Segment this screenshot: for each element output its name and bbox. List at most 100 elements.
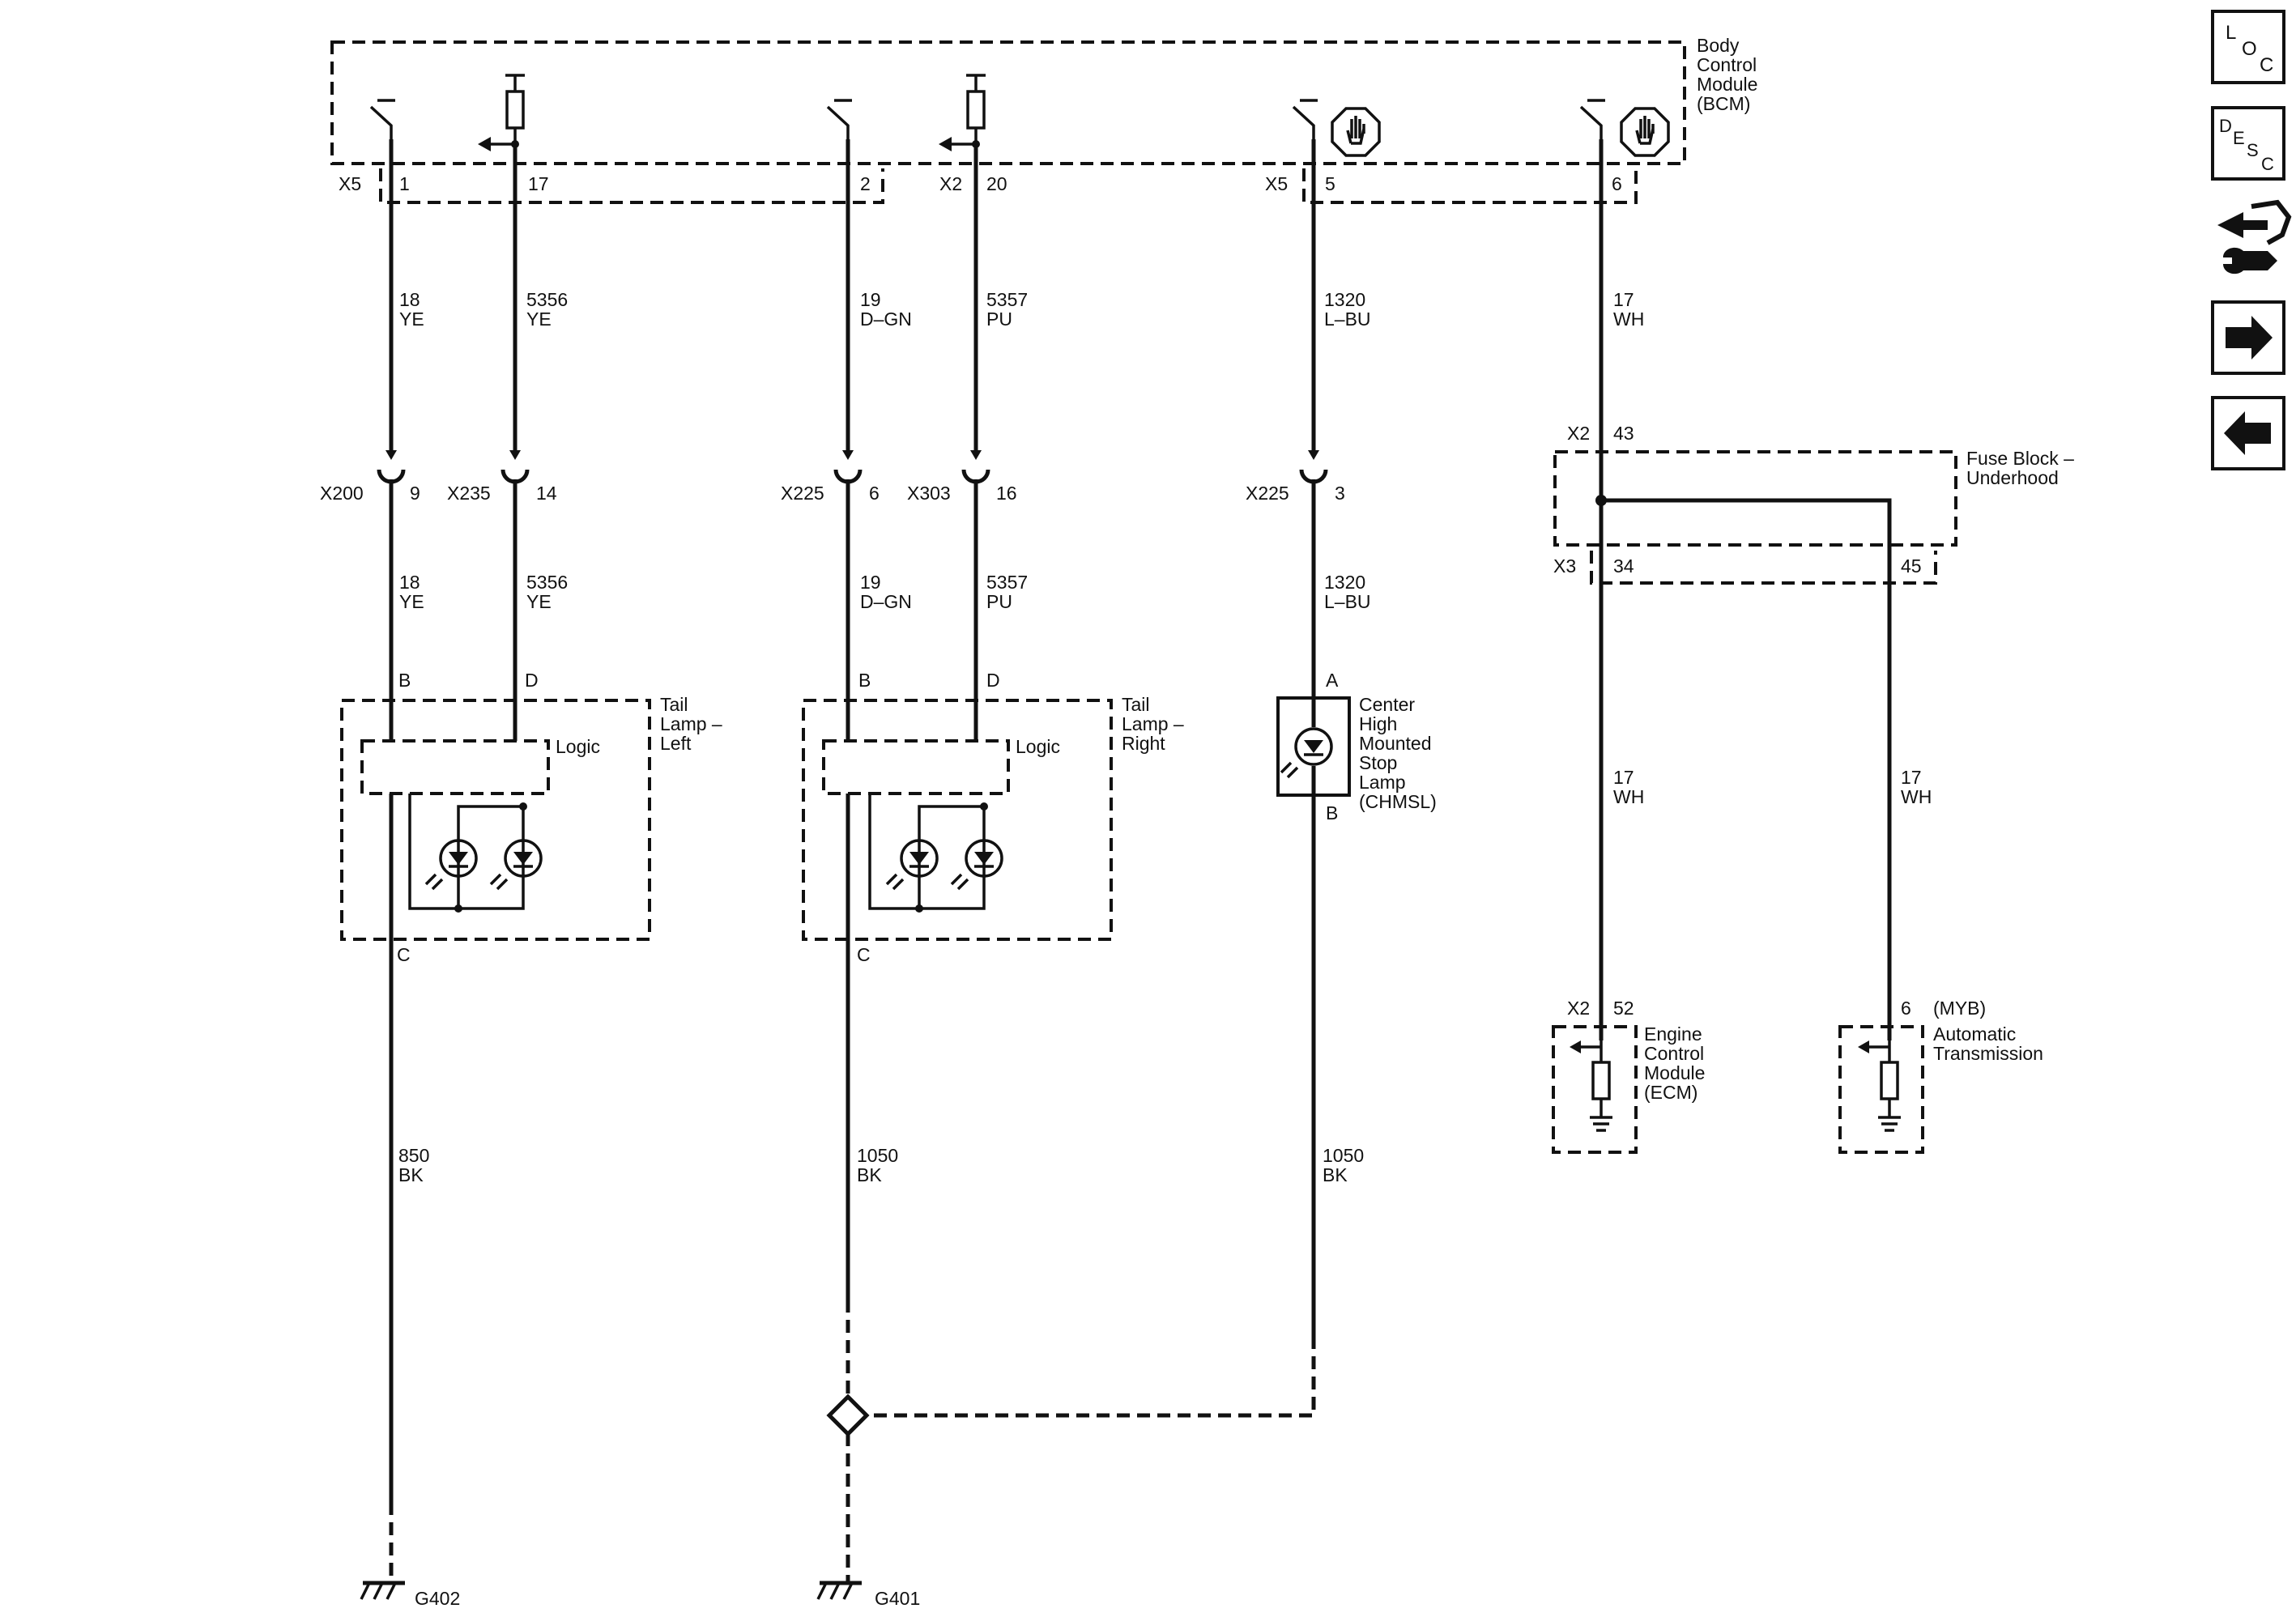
svg-text:C: C — [2260, 54, 2273, 76]
tail-right-label-2: Lamp – — [1122, 713, 1184, 734]
svg-text:YE: YE — [399, 309, 424, 330]
ecm-label-2: Control — [1644, 1043, 1704, 1064]
svg-text:5356: 5356 — [526, 572, 568, 593]
lamp-pin-label: D — [986, 670, 1000, 691]
fuse-connector-label: X2 — [1567, 423, 1590, 444]
svg-text:19: 19 — [860, 572, 881, 593]
svg-text:5356: 5356 — [526, 289, 568, 310]
switch-icon — [369, 99, 395, 139]
bcm-connector-label: X5 — [339, 173, 361, 194]
led-icon — [424, 839, 478, 891]
inline-connector-label: X303 — [907, 483, 951, 504]
chmsl-label-4: Stop — [1359, 752, 1397, 773]
fuse-pin-label: 43 — [1613, 423, 1634, 444]
wire-label: 18 YE — [399, 572, 424, 612]
tail-left-label-3: Left — [660, 733, 692, 754]
fuse-pin-label: 45 — [1901, 555, 1922, 577]
arrow-right-icon[interactable] — [2211, 300, 2285, 375]
bcm-pin-label: 17 — [528, 173, 549, 194]
wire-17-wh — [1595, 139, 1892, 1040]
svg-text:1320: 1320 — [1324, 289, 1365, 310]
switch-icon — [1292, 99, 1318, 139]
switch-icon — [1579, 99, 1605, 139]
tail-right-label-3: Right — [1122, 733, 1165, 754]
trans-pin-label: 6 — [1901, 998, 1911, 1019]
bcm-module: Body Control Module (BCM) — [330, 35, 1757, 165]
inline-pin-label: 16 — [996, 483, 1017, 504]
resistor-output-icon — [478, 74, 525, 151]
bcm-label-4: (BCM) — [1697, 93, 1750, 114]
chassis-ground-icon — [816, 1581, 862, 1600]
arrow-left-icon[interactable] — [2211, 396, 2285, 470]
switch-icon — [826, 99, 852, 139]
logic-label: Logic — [1016, 736, 1060, 757]
lamp-pin-label: C — [397, 944, 411, 965]
wire-label: 1050 BK — [1323, 1145, 1364, 1185]
svg-text:18: 18 — [399, 572, 420, 593]
inline-pin-label: 9 — [410, 483, 420, 504]
svg-text:WH: WH — [1613, 786, 1644, 807]
svg-text:WH: WH — [1901, 786, 1932, 807]
chassis-ground-icon — [360, 1581, 405, 1600]
ecm-label-3: Module — [1644, 1062, 1705, 1083]
bcm-connector-label: X2 — [939, 173, 962, 194]
wire-label: 5356 YE — [526, 572, 568, 612]
svg-text:BK: BK — [857, 1164, 882, 1185]
loc-button[interactable]: L O C — [2211, 10, 2285, 84]
inline-connector-label: X225 — [1246, 483, 1289, 504]
svg-text:L–BU: L–BU — [1324, 591, 1371, 612]
wire-label: 1050 BK — [857, 1145, 898, 1185]
svg-text:C: C — [2261, 154, 2274, 174]
inline-pin-label: 6 — [869, 483, 880, 504]
bcm-connector-label: X5 — [1265, 173, 1288, 194]
wire-label: 5357 PU — [986, 572, 1028, 612]
svg-text:BK: BK — [398, 1164, 424, 1185]
svg-text:5357: 5357 — [986, 289, 1028, 310]
bcm-pin-label: 2 — [860, 173, 871, 194]
connector-tool-icon[interactable] — [2217, 199, 2292, 274]
chmsl-label-1: Center — [1359, 694, 1415, 715]
svg-text:17: 17 — [1613, 289, 1634, 310]
wire-label: 5357 PU — [986, 289, 1028, 330]
svg-text:PU: PU — [986, 309, 1012, 330]
lamp-pin-label: B — [398, 670, 411, 691]
ecm-label-4: (ECM) — [1644, 1082, 1698, 1103]
led-icon — [885, 839, 939, 891]
svg-text:O: O — [2242, 38, 2257, 60]
inline-connector-label: X200 — [320, 483, 364, 504]
wire-label: 1320 L–BU — [1324, 289, 1371, 330]
svg-text:5357: 5357 — [986, 572, 1028, 593]
inline-pin-label: 3 — [1335, 483, 1345, 504]
ecm-connector-label: X2 — [1567, 998, 1590, 1019]
inline-connector-label: X235 — [447, 483, 491, 504]
automatic-transmission-module: 6 (MYB) Automatic Transmission — [1838, 998, 2043, 1154]
svg-text:18: 18 — [399, 289, 420, 310]
led-icon — [1280, 727, 1333, 779]
fuse-pin-label: 34 — [1613, 555, 1634, 577]
svg-text:1050: 1050 — [1323, 1145, 1364, 1166]
fuse-block-underhood: X2 43 Fuse Block – Underhood X3 34 45 — [1553, 423, 2074, 585]
tail-lamp-right: B D Logic Tail Lamp – Right C — [802, 670, 1184, 965]
svg-text:YE: YE — [526, 591, 552, 612]
tail-left-label-2: Lamp – — [660, 713, 722, 734]
tail-left-label-1: Tail — [660, 694, 688, 715]
trans-label-2: Automatic — [1933, 1023, 2016, 1045]
wire-label: 17 WH — [1901, 767, 1932, 807]
chmsl-label-6: (CHMSL) — [1359, 791, 1437, 812]
bcm-label-2: Control — [1697, 54, 1757, 75]
resistor-input-icon — [1858, 1040, 1901, 1132]
bcm-pin-label: 20 — [986, 173, 1007, 194]
tail-lamp-left: B D Logic Tail Lamp – Left C — [340, 670, 722, 965]
svg-text:17: 17 — [1613, 767, 1634, 788]
bcm-label-1: Body — [1697, 35, 1740, 56]
wire-label: 19 D–GN — [860, 289, 912, 330]
inline-connector-icon — [501, 450, 530, 484]
chmsl-lamp: A B Center High Mounted Stop Lamp (CHMSL… — [1276, 670, 1437, 823]
svg-text:850: 850 — [398, 1145, 429, 1166]
desc-button[interactable]: D E S C — [2211, 106, 2285, 181]
svg-text:BK: BK — [1323, 1164, 1348, 1185]
ecm-pin-label: 52 — [1613, 998, 1634, 1019]
wire-label: 850 BK — [398, 1145, 429, 1185]
svg-text:L–BU: L–BU — [1324, 309, 1371, 330]
